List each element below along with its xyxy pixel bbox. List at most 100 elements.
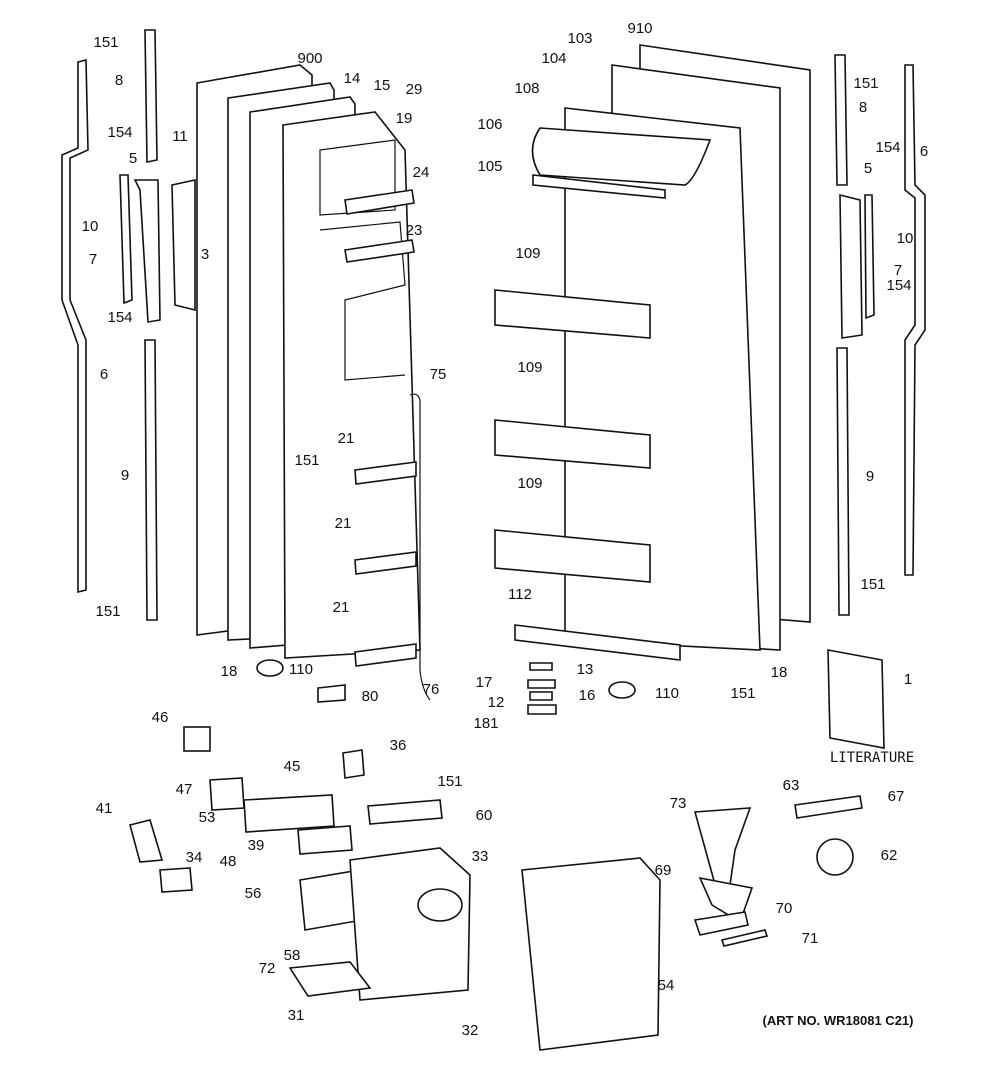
part-label-60: 60	[476, 807, 493, 824]
part-label-110: 110	[289, 661, 313, 678]
part-label-70: 70	[776, 900, 793, 917]
part-label-8: 8	[115, 72, 123, 89]
door-liner-right	[564, 107, 761, 651]
handle-mount-left	[171, 179, 196, 312]
part-label-910: 910	[627, 20, 652, 37]
part-label-15: 15	[374, 77, 391, 94]
part-label-10: 10	[897, 230, 914, 247]
chute-73	[693, 807, 752, 889]
part-label-14: 14	[344, 70, 361, 87]
part-label-154: 154	[107, 309, 132, 326]
bin-rail-21c	[354, 643, 417, 667]
part-label-34: 34	[186, 849, 203, 866]
arm-70	[693, 911, 749, 936]
part-label-108: 108	[514, 80, 539, 97]
part-label-3: 3	[201, 246, 209, 263]
actuator-41	[129, 819, 164, 863]
door-trim-right	[904, 64, 926, 576]
top-trim-left	[144, 29, 158, 163]
part-label-33: 33	[472, 848, 489, 865]
part-label-8: 8	[859, 99, 867, 116]
part-label-62: 62	[881, 847, 898, 864]
bottom-trim-left	[144, 339, 158, 621]
part-label-151: 151	[730, 685, 755, 702]
part-label-18: 18	[221, 663, 238, 680]
bottom-rail-112	[514, 624, 681, 661]
part-label-17: 17	[476, 674, 493, 691]
part-label-105: 105	[477, 158, 502, 175]
part-label-9: 9	[866, 468, 874, 485]
panel-53	[243, 794, 335, 833]
door-shelf-109b	[494, 419, 651, 469]
part-label-32: 32	[462, 1022, 479, 1039]
part-label-48: 48	[220, 853, 237, 870]
part-label-47: 47	[176, 781, 193, 798]
hinge-cover-110-left	[256, 659, 284, 677]
part-label-23: 23	[406, 222, 423, 239]
part-label-151: 151	[437, 773, 462, 790]
part-label-16: 16	[579, 687, 596, 704]
part-label-6: 6	[920, 143, 928, 160]
part-label-21: 21	[338, 430, 355, 447]
part-label-151: 151	[860, 576, 885, 593]
door-shelf-109c	[494, 529, 651, 583]
part-label-103: 103	[567, 30, 592, 47]
hinge-cover-110-right	[608, 681, 636, 699]
part-label-31: 31	[288, 1007, 305, 1024]
rod-71	[720, 929, 769, 947]
part-label-6: 6	[100, 366, 108, 383]
knob-46	[183, 726, 211, 752]
top-trim-right	[834, 54, 848, 186]
part-label-63: 63	[783, 777, 800, 794]
part-label-13: 13	[577, 661, 594, 678]
part-label-109: 109	[515, 245, 540, 262]
part-label-112: 112	[508, 586, 532, 603]
part-label-53: 53	[199, 809, 216, 826]
bin-rail-105	[532, 174, 666, 199]
part-label-154: 154	[107, 124, 132, 141]
part-label-104: 104	[541, 50, 566, 67]
part-label-110: 110	[655, 685, 679, 702]
literature-booklet	[827, 649, 885, 749]
literature-label: LITERATURE	[830, 750, 914, 766]
tray-31	[288, 961, 372, 997]
part-label-7: 7	[89, 251, 97, 268]
part-label-900: 900	[297, 50, 322, 67]
bin-rail-21b	[354, 551, 417, 575]
bottom-trim-right	[836, 347, 850, 616]
handle-right	[839, 193, 863, 339]
part-label-36: 36	[390, 737, 407, 754]
pad-60	[367, 799, 443, 825]
part-label-154: 154	[886, 277, 911, 294]
part-label-106: 106	[477, 116, 502, 133]
part-label-154: 154	[875, 139, 900, 156]
part-label-109: 109	[517, 359, 542, 376]
handle-cap-left	[133, 179, 161, 323]
art-number: (ART NO. WR18081 C21)	[763, 1013, 914, 1028]
part-label-151: 151	[853, 75, 878, 92]
part-label-11: 11	[172, 128, 188, 145]
part-label-21: 21	[333, 599, 350, 616]
part-label-12: 12	[488, 694, 505, 711]
switch-36	[342, 749, 365, 779]
part-label-7: 7	[894, 262, 902, 279]
part-label-76: 76	[423, 681, 440, 698]
part-label-151: 151	[294, 452, 319, 469]
door-bin-cover-106	[531, 127, 712, 186]
part-label-75: 75	[430, 366, 447, 383]
part-label-5: 5	[129, 150, 137, 167]
bin-rail-21a	[354, 461, 417, 485]
part-label-69: 69	[655, 862, 672, 879]
part-label-19: 19	[396, 110, 413, 127]
hinge-parts	[527, 662, 557, 715]
part-label-72: 72	[259, 960, 276, 977]
part-label-151: 151	[95, 603, 120, 620]
part-label-67: 67	[888, 788, 905, 805]
shelf-rail-24	[344, 189, 415, 215]
part-label-39: 39	[248, 837, 265, 854]
part-label-9: 9	[121, 467, 129, 484]
part-label-58: 58	[284, 947, 301, 964]
part-label-45: 45	[284, 758, 301, 775]
